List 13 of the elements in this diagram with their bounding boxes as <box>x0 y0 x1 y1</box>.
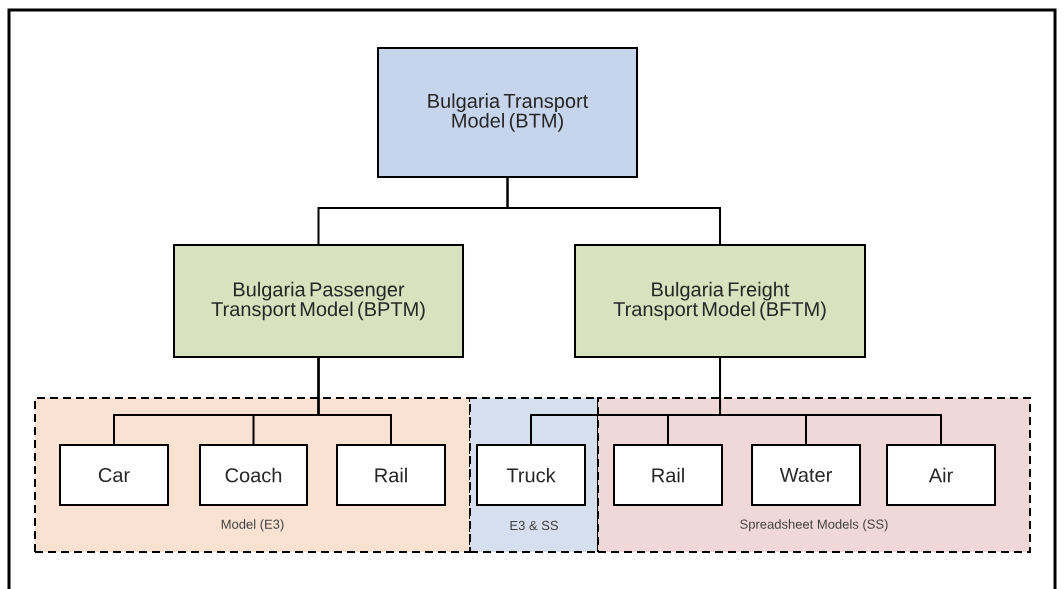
model-box: Bulgaria Freight Transport Model (BFTM) <box>574 244 866 358</box>
mode-box: Truck <box>476 444 586 506</box>
mode-box: Rail <box>613 444 723 506</box>
connector-line <box>317 357 392 445</box>
connector-line <box>506 177 721 245</box>
mode-box: Car <box>59 444 169 506</box>
model-box: Bulgaria Transport Model (BTM) <box>377 47 638 178</box>
mode-box: Water <box>751 444 861 506</box>
mode-box: Coach <box>199 444 308 506</box>
mode-box: Air <box>886 444 996 506</box>
mode-box: Rail <box>336 444 446 506</box>
connector-line <box>719 357 942 445</box>
model-box: Bulgaria Passenger Transport Model (BPTM) <box>173 244 464 358</box>
